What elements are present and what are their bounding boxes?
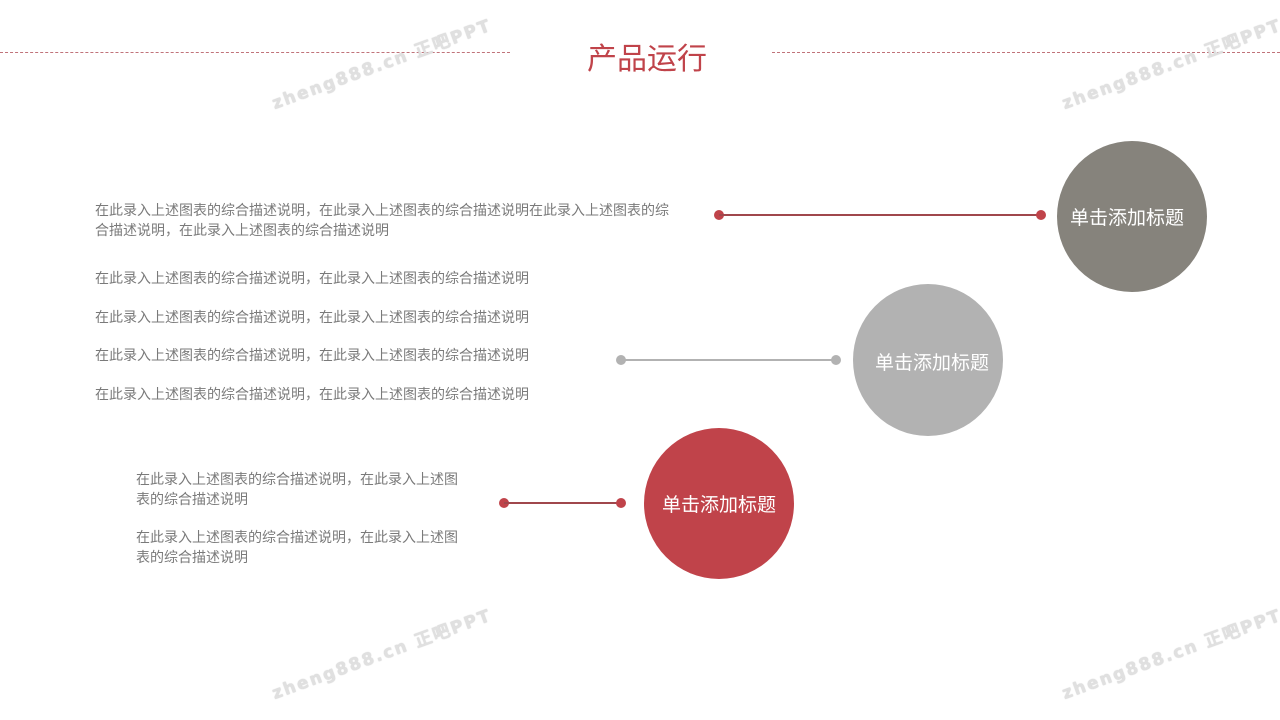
connector-dot (616, 498, 626, 508)
page-title: 产品运行 (587, 42, 707, 77)
title-divider-left (0, 52, 510, 53)
title-divider-right (772, 52, 1280, 53)
circle-label: 单击添加标题 (1069, 207, 1184, 229)
description-text: 在此录入上述图表的综合描述说明，在此录入上述图表的综合描述说明 (95, 348, 529, 364)
description-text: 在此录入上述图表的综合描述说明，在此录入上述图表的综合描述说明 (95, 387, 529, 403)
connector-dot (831, 355, 841, 365)
watermark: zheng888.cn 正吧PPT (269, 605, 495, 704)
description-text: 在此录入上述图表的综合描述说明，在此录入上述图表的综合描述说明 (136, 530, 458, 566)
description-text: 在此录入上述图表的综合描述说明，在此录入上述图表的综合描述说明 (95, 310, 529, 326)
description-text: 在此录入上述图表的综合描述说明，在此录入上述图表的综合描述说明 (95, 271, 529, 287)
connector-dot (1036, 210, 1046, 220)
title-circle-3[interactable]: 单击添加标题 (644, 428, 794, 579)
connector-line (621, 359, 836, 361)
title-circle-1[interactable]: 单击添加标题 (1057, 141, 1207, 292)
connector-line (504, 502, 621, 504)
circle-label: 单击添加标题 (661, 494, 776, 516)
circle-label: 单击添加标题 (874, 351, 989, 374)
title-circle-2[interactable]: 单击添加标题 (853, 284, 1003, 436)
connector-line (719, 214, 1041, 216)
watermark: zheng888.cn 正吧PPT (1059, 605, 1280, 704)
description-text: 在此录入上述图表的综合描述说明，在此录入上述图表的综合描述说明 (136, 472, 458, 508)
description-text: 在此录入上述图表的综合描述说明，在此录入上述图表的综合描述说明在此录入上述图表的… (95, 203, 669, 239)
